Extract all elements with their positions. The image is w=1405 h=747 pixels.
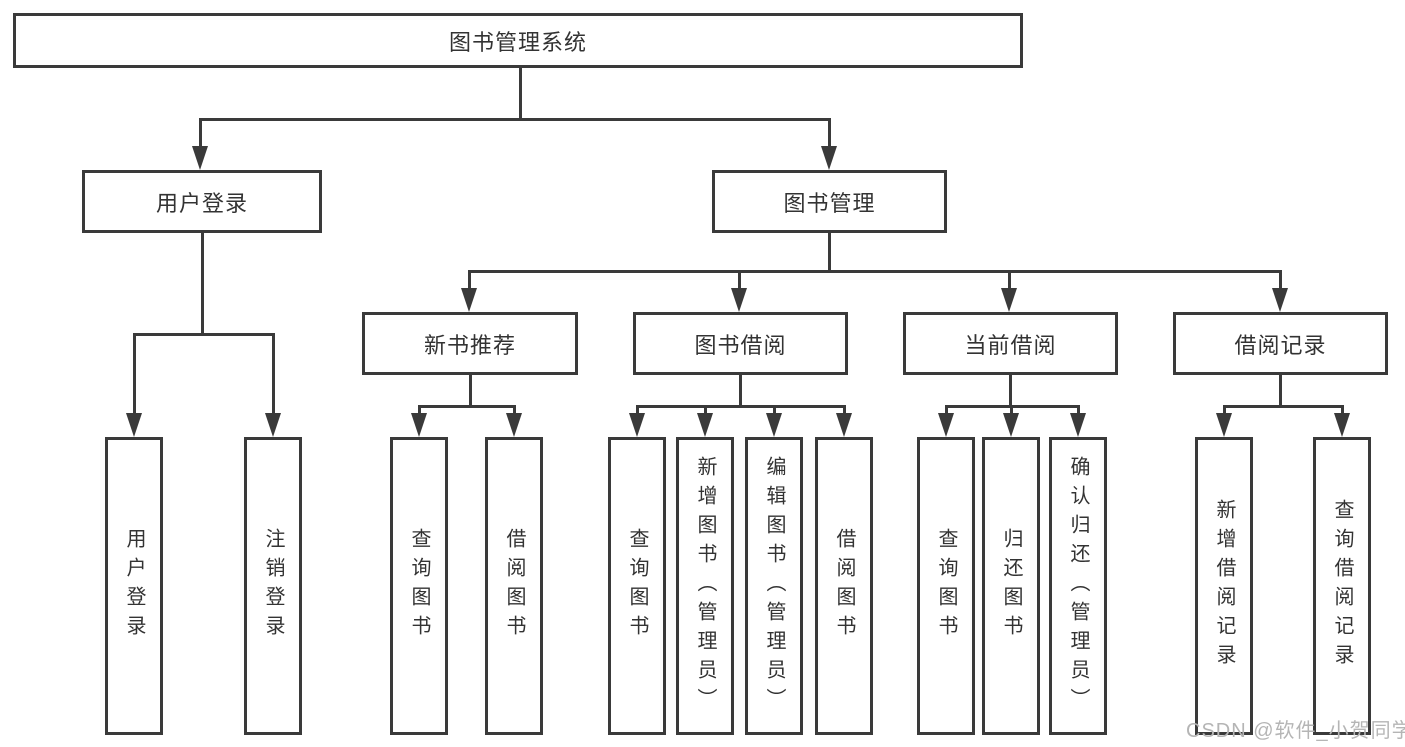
csdn-watermark: CSDN @软件_小贺同学 [1186,720,1405,742]
arrowhead-query-books-current [938,413,954,437]
leaf-add-book-admin: 新增图书（管理员） [676,437,734,735]
leaf-query-books-current-label: 查询图书 [935,528,957,644]
arrowhead-edit-book-admin [766,413,782,437]
leaf-edit-book-admin-label: 编辑图书（管理员） [763,455,785,717]
node-user-login-label: 用户登录 [155,190,248,216]
arrowhead-borrow-books [836,413,852,437]
connector-drop-book-management [828,118,831,148]
connector-drop-user-login-action [133,333,136,415]
connector-user-login-branch [133,333,274,336]
connector-drop-query-books-current [945,405,948,415]
leaf-return-book: 归还图书 [982,437,1040,735]
arrowhead-new-book-recommend [461,288,477,312]
node-library-system: 图书管理系统 [13,13,1023,68]
connector-current-borrow-stem [1009,375,1012,405]
arrowhead-book-borrow [731,288,747,312]
connector-borrow-records-branch [1223,405,1343,408]
leaf-borrow-books-label: 借阅图书 [833,528,855,644]
node-new-book-recommend: 新书推荐 [362,312,578,375]
leaf-query-books-current: 查询图书 [917,437,975,735]
connector-drop-query-borrow-record [1341,405,1344,415]
leaf-query-books-borrow: 查询图书 [608,437,666,735]
leaf-query-books-recommend: 查询图书 [390,437,448,735]
arrowhead-book-management [821,146,837,170]
leaf-query-books-borrow-label: 查询图书 [626,528,648,644]
node-borrow-records: 借阅记录 [1173,312,1388,375]
connector-drop-confirm-return-admin [1077,405,1080,415]
arrowhead-user-login [192,146,208,170]
connector-book-borrow-branch [636,405,846,408]
leaf-query-borrow-record-label: 查询借阅记录 [1331,499,1353,673]
arrowhead-return-book [1003,413,1019,437]
arrowhead-add-book-admin [697,413,713,437]
connector-drop-borrow-records [1279,270,1282,290]
connector-drop-return-book [1010,405,1013,415]
leaf-logout: 注销登录 [244,437,302,735]
leaf-borrow-books-recommend-label: 借阅图书 [503,528,525,644]
connector-drop-query-books-borrow [636,405,639,415]
connector-borrow-records-stem [1279,375,1282,405]
connector-drop-add-borrow-record [1223,405,1226,415]
connector-drop-user-login [199,118,202,148]
node-current-borrow: 当前借阅 [903,312,1118,375]
leaf-confirm-return-admin-label: 确认归还（管理员） [1067,455,1089,717]
connector-drop-new-book-recommend [468,270,471,290]
arrowhead-query-books-borrow [629,413,645,437]
node-book-borrow-label: 图书借阅 [694,332,787,358]
leaf-confirm-return-admin: 确认归还（管理员） [1049,437,1107,735]
arrowhead-add-borrow-record [1216,413,1232,437]
arrowhead-logout [265,413,281,437]
connector-root-stem [519,66,522,118]
connector-user-login-stem [201,233,204,333]
node-library-system-label: 图书管理系统 [448,29,587,55]
connector-book-management-branch [468,270,1281,273]
connector-root-branch [199,118,831,121]
arrowhead-confirm-return-admin [1070,413,1086,437]
connector-drop-borrow-books [843,405,846,415]
connector-book-management-stem [828,233,831,272]
connector-drop-add-book-admin [704,405,707,415]
connector-drop-logout [272,333,275,415]
node-borrow-records-label: 借阅记录 [1234,332,1327,358]
node-current-borrow-label: 当前借阅 [964,332,1057,358]
node-new-book-recommend-label: 新书推荐 [423,332,516,358]
leaf-logout-label: 注销登录 [262,528,284,644]
leaf-add-borrow-record: 新增借阅记录 [1195,437,1253,735]
arrowhead-borrow-books-recommend [506,413,522,437]
connector-new-book-recommend-branch [418,405,516,408]
arrowhead-borrow-records [1272,288,1288,312]
leaf-query-borrow-record: 查询借阅记录 [1313,437,1371,735]
connector-book-borrow-stem [739,375,742,405]
connector-drop-query-books-recommend [418,405,421,415]
leaf-add-book-admin-label: 新增图书（管理员） [694,455,716,717]
leaf-return-book-label: 归还图书 [1000,528,1022,644]
node-book-borrow: 图书借阅 [633,312,848,375]
arrowhead-current-borrow [1001,288,1017,312]
connector-drop-book-borrow [738,270,741,290]
node-book-management-label: 图书管理 [783,190,876,216]
node-book-management: 图书管理 [712,170,947,233]
leaf-query-books-recommend-label: 查询图书 [408,528,430,644]
node-user-login: 用户登录 [82,170,322,233]
connector-drop-borrow-books-recommend [513,405,516,415]
arrowhead-query-books-recommend [411,413,427,437]
leaf-user-login-action-label: 用户登录 [123,528,145,644]
leaf-edit-book-admin: 编辑图书（管理员） [745,437,803,735]
leaf-user-login-action: 用户登录 [105,437,163,735]
leaf-borrow-books: 借阅图书 [815,437,873,735]
arrowhead-user-login-action [126,413,142,437]
connector-new-book-recommend-stem [469,375,472,405]
arrowhead-query-borrow-record [1334,413,1350,437]
leaf-add-borrow-record-label: 新增借阅记录 [1213,499,1235,673]
connector-drop-edit-book-admin [773,405,776,415]
connector-drop-current-borrow [1008,270,1011,290]
leaf-borrow-books-recommend: 借阅图书 [485,437,543,735]
